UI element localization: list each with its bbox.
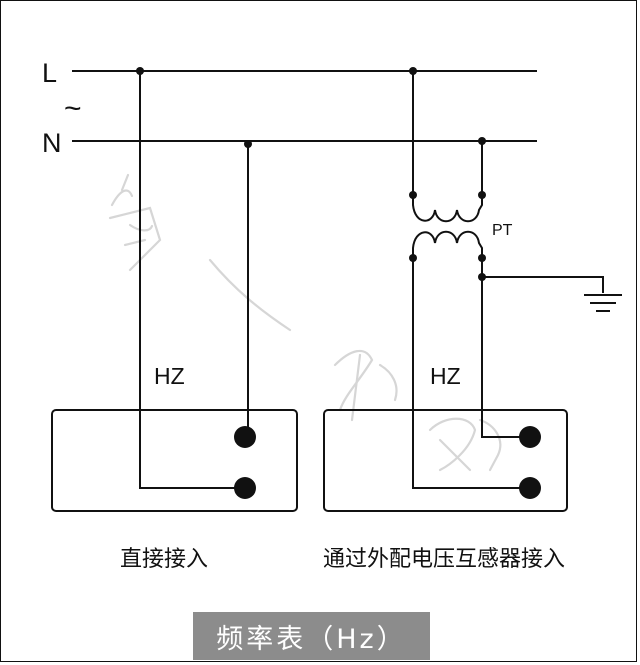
pt-secondary-wire-b [481, 258, 520, 438]
footer-title: 频率表（Hz） [193, 612, 430, 660]
meter-terminal [234, 426, 256, 448]
pt-secondary-wire-a [412, 258, 520, 489]
ground-icon [584, 294, 622, 312]
right-meter-label: HZ [430, 363, 461, 389]
transformer-label: PT [492, 222, 513, 239]
left-wire-l [139, 71, 245, 489]
ac-symbol: ~ [64, 92, 82, 125]
neutral-label: N [42, 128, 62, 158]
junction-dot [136, 67, 144, 75]
left-meter-label: HZ [154, 363, 185, 389]
right-caption: 通过外配电压互感器接入 [323, 547, 565, 572]
right-meter-box [323, 409, 568, 512]
ground-wire [482, 276, 604, 293]
junction-dot [244, 140, 252, 148]
line-label: L [42, 58, 57, 88]
left-caption: 直接接入 [120, 547, 208, 572]
meter-terminal [234, 477, 256, 499]
left-meter-box [51, 409, 298, 512]
pt-primary-coil [412, 195, 483, 223]
junction-dot [478, 137, 486, 145]
junction-dot [409, 67, 417, 75]
pt-secondary-coil [412, 230, 483, 258]
meter-terminal [519, 426, 541, 448]
meter-terminal [519, 477, 541, 499]
